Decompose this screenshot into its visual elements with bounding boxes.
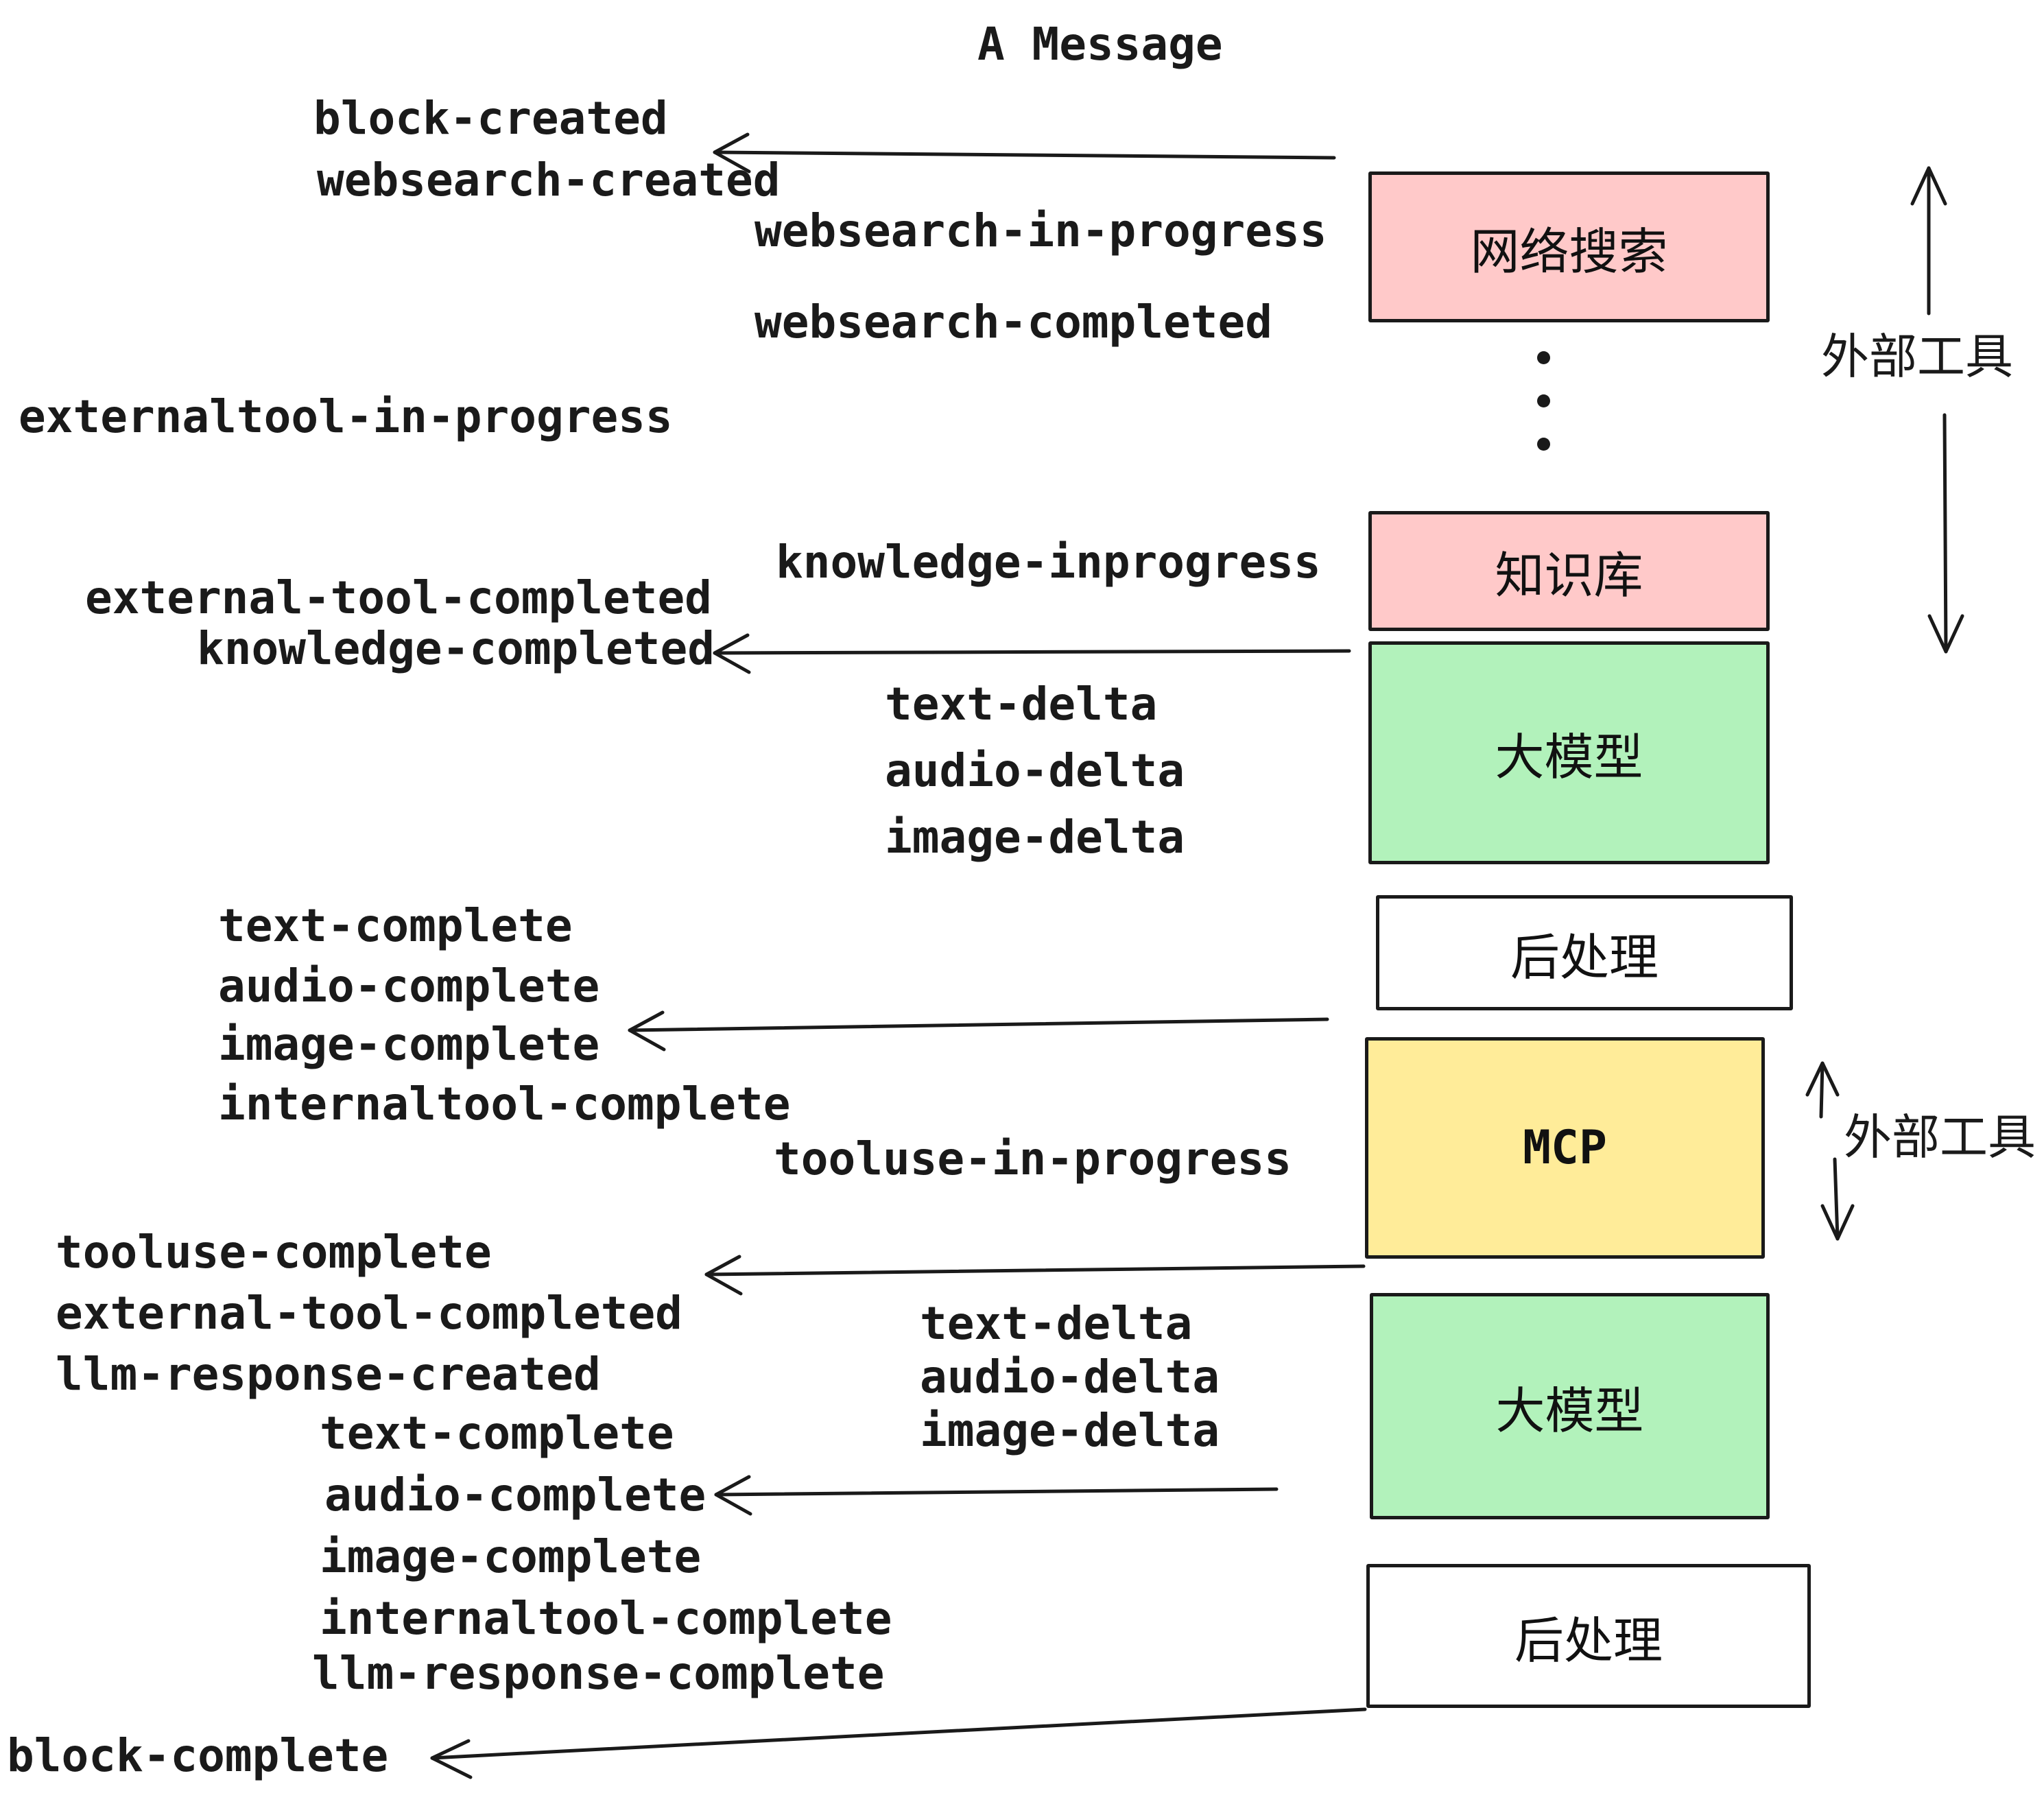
box-websearch-label: 网络搜索 xyxy=(1470,222,1668,281)
event-websearch-created: websearch-created xyxy=(317,154,781,206)
arrow-external-tools-up-mcp xyxy=(1805,1061,1840,1119)
event-audio-complete-2: audio-complete xyxy=(324,1469,706,1521)
annotation-external-tools-top: 外部工具 xyxy=(1821,329,2013,385)
box-postprocess-1: 后处理 xyxy=(1376,895,1793,1010)
event-knowledge-inprogress: knowledge-inprogress xyxy=(776,536,1321,589)
event-tooluse-complete: tooluse-complete xyxy=(56,1226,492,1279)
arrow-to-knowledge-completed xyxy=(713,633,1351,674)
event-text-delta-1: text-delta xyxy=(885,678,1158,731)
event-audio-delta-2: audio-delta xyxy=(920,1351,1220,1403)
arrow-to-audio-complete xyxy=(714,1475,1279,1516)
event-websearch-in-progress: websearch-in-progress xyxy=(754,204,1327,257)
event-tooluse-in-progress: tooluse-in-progress xyxy=(774,1132,1292,1185)
event-externaltool-in-progress: externaltool-in-progress xyxy=(19,390,673,443)
box-mcp: MCP xyxy=(1365,1037,1765,1259)
event-text-complete-1: text-complete xyxy=(218,899,573,952)
box-llm-1-label: 大模型 xyxy=(1495,728,1643,786)
event-internaltool-complete-1: internaltool-complete xyxy=(218,1078,791,1130)
arrow-to-tooluse-complete xyxy=(704,1255,1366,1296)
arrow-external-tools-down-mcp xyxy=(1820,1157,1855,1241)
arrow-to-block-complete xyxy=(430,1707,1367,1779)
box-postprocess-2: 后处理 xyxy=(1366,1564,1811,1708)
event-internaltool-complete-2: internaltool-complete xyxy=(320,1592,892,1645)
arrow-external-tools-down-top xyxy=(1927,413,1964,654)
event-knowledge-completed: knowledge-completed xyxy=(197,622,715,675)
ellipsis-dot xyxy=(1537,394,1550,407)
event-image-complete-1: image-complete xyxy=(218,1018,600,1071)
arrow-to-image-complete xyxy=(628,1010,1329,1052)
box-llm-1: 大模型 xyxy=(1368,641,1770,864)
box-postprocess-1-label: 后处理 xyxy=(1510,928,1659,986)
box-knowledge-label: 知识库 xyxy=(1495,547,1643,604)
box-mcp-label: MCP xyxy=(1523,1121,1607,1175)
event-image-delta-2: image-delta xyxy=(920,1404,1220,1457)
event-llm-response-created: llm-response-created xyxy=(56,1348,601,1401)
event-audio-complete-1: audio-complete xyxy=(218,960,600,1012)
event-text-complete-2: text-complete xyxy=(320,1407,674,1460)
event-text-delta-2: text-delta xyxy=(920,1297,1193,1350)
event-external-tool-completed: external-tool-completed xyxy=(85,571,712,624)
event-block-created: block-created xyxy=(313,92,668,145)
event-block-complete: block-complete xyxy=(7,1729,389,1782)
box-llm-2: 大模型 xyxy=(1370,1293,1770,1519)
box-knowledge: 知识库 xyxy=(1368,511,1770,631)
ellipsis-dot xyxy=(1537,438,1550,451)
event-websearch-completed: websearch-completed xyxy=(754,296,1272,348)
event-audio-delta-1: audio-delta xyxy=(885,744,1185,797)
box-postprocess-2-label: 后处理 xyxy=(1514,1611,1663,1670)
arrow-to-block-created xyxy=(713,132,1336,174)
arrow-external-tools-up-top xyxy=(1910,166,1947,316)
event-external-tool-completed-2: external-tool-completed xyxy=(56,1287,682,1340)
event-image-complete-2: image-complete xyxy=(320,1530,702,1583)
box-llm-2-label: 大模型 xyxy=(1495,1381,1644,1440)
diagram-title: A Message xyxy=(977,18,1223,71)
box-websearch: 网络搜索 xyxy=(1368,171,1770,322)
event-llm-response-complete: llm-response-complete xyxy=(312,1647,885,1700)
event-image-delta-1: image-delta xyxy=(885,811,1185,864)
ellipsis-dot xyxy=(1537,351,1550,364)
annotation-external-tools-mcp: 外部工具 xyxy=(1844,1109,2036,1165)
